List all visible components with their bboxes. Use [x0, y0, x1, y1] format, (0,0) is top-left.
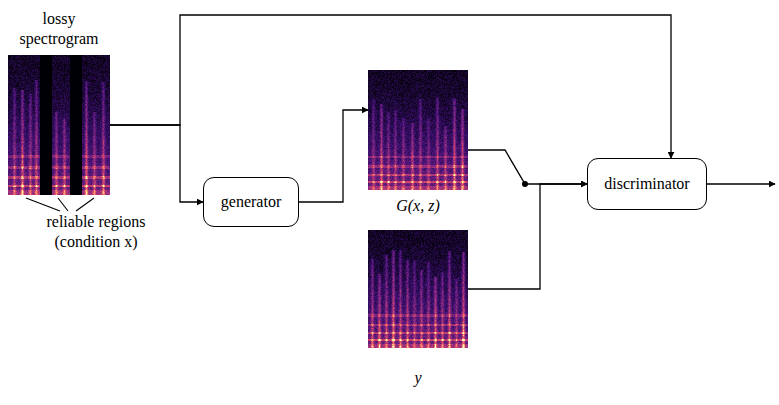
region-label: reliable regions (condition x): [18, 212, 174, 252]
spectrogram-image: [8, 55, 110, 195]
image-caption: G(x, z): [368, 196, 468, 216]
connector-arrow: [468, 150, 587, 184]
spectrogram-image: [368, 70, 468, 190]
leader-line: [76, 198, 94, 211]
leader-line: [58, 198, 68, 211]
block-label: generator: [221, 192, 281, 212]
lossy-spectrogram: lossy spectrogram: [8, 55, 110, 195]
image-caption: y: [368, 368, 468, 388]
connector-arrow: [110, 125, 203, 202]
block-label: discriminator: [604, 174, 689, 194]
connector-arrow: [468, 184, 587, 289]
connector-arrow: [299, 110, 368, 202]
output-arrow: [707, 183, 775, 184]
target-spectrogram: y: [368, 230, 468, 348]
image-caption: lossy spectrogram: [8, 9, 110, 49]
generated-spectrogram: G(x, z): [368, 70, 468, 190]
spectrogram-image: [368, 230, 468, 348]
switch-dot: [522, 181, 528, 187]
generator-box: generator: [203, 177, 299, 227]
leader-line: [26, 198, 60, 211]
discriminator-box: discriminator: [587, 158, 707, 210]
